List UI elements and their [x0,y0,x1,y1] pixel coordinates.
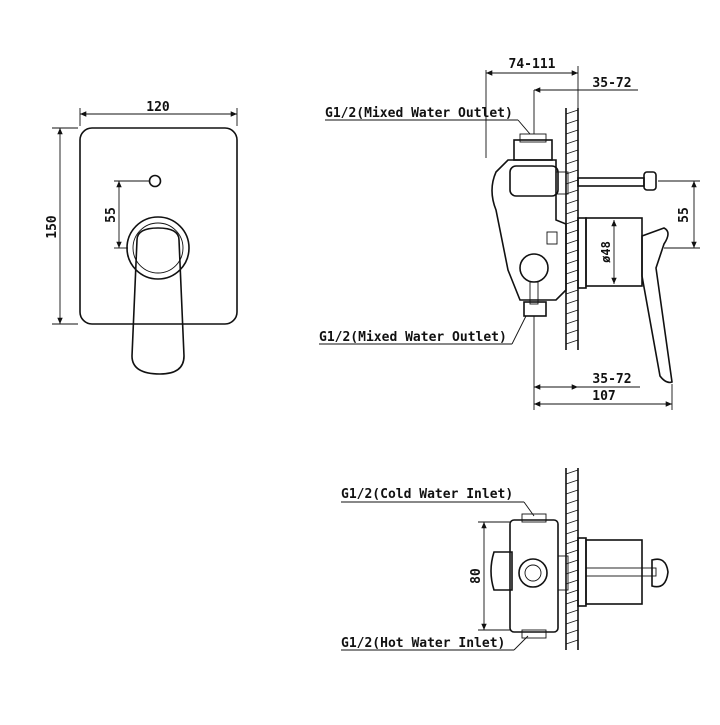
side-wall-depth-bottom-label: 35-72 [592,372,631,387]
lever-handle [131,227,185,375]
plan-valve-body [509,519,559,633]
cartridge-box [555,171,569,195]
side-wall-depth-top-label: 35-72 [592,76,631,91]
side-offset-label: 55 [677,207,692,223]
side-lever [641,227,673,384]
plan-spacing-label: 80 [469,568,484,584]
handle-base-inner-ring [132,222,184,274]
front-width-label: 120 [146,100,170,115]
front-height-label: 150 [45,215,60,239]
indicator-hole [148,174,162,188]
plan-handle-cylinder [585,539,643,605]
hot-inlet-label: G1/2(Hot Water Inlet) [341,636,505,651]
plan-view: 80 G1/2(Cold Water Inlet) G1/2(Hot Water… [341,468,669,651]
side-cover-plate [577,217,587,289]
side-total-depth-label: 107 [592,389,615,404]
diameter-label: ø48 [599,241,613,263]
wall-section [565,108,579,350]
outlet-top-label: G1/2(Mixed Water Outlet) [325,106,513,121]
outlet-bottom-label: G1/2(Mixed Water Outlet) [319,330,507,345]
plan-lever [651,558,669,588]
cover-plate [79,127,238,325]
bottom-outlet-circle [519,253,549,283]
top-outlet [513,139,553,161]
side-depth-label: 74-111 [509,57,556,72]
front-view: 120 150 55 [45,100,238,375]
front-offset-label: 55 [104,207,119,223]
plan-center-circle [518,558,548,588]
side-view: 74-111 35-72 G1/2(Mixed Water Outlet) G1… [319,57,700,410]
cold-inlet-label: G1/2(Cold Water Inlet) [341,487,513,502]
valve-body [491,159,567,301]
valve-stem [577,177,645,187]
